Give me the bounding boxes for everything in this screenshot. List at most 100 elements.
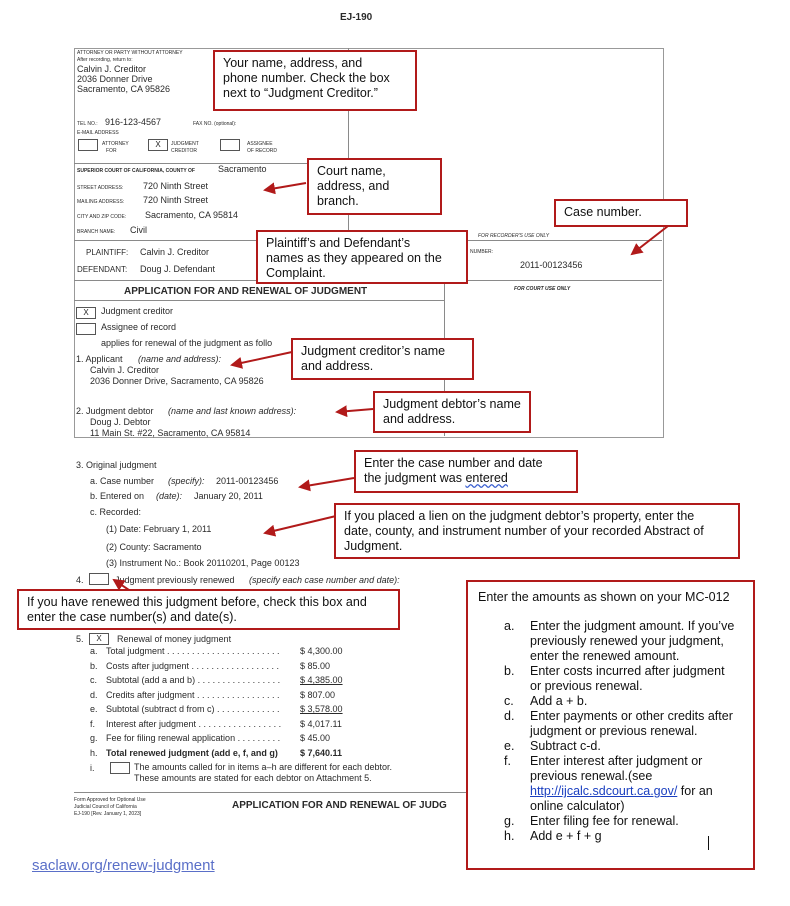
recorder-use: FOR RECORDER'S USE ONLY [478, 233, 550, 239]
amount-letter: f. [90, 718, 96, 729]
callout-recorded: If you placed a lien on the judgment deb… [334, 503, 740, 559]
step-online-calc: online calculator) [530, 799, 625, 813]
instructions-box: Enter the amounts as shown on your MC-01… [466, 580, 755, 870]
footer-title: APPLICATION FOR AND RENEWAL OF JUDG [232, 800, 447, 811]
step-line: judgment or previous renewal. [530, 724, 698, 738]
item2-addr: 11 Main St. #22, Sacramento, CA 95814 [90, 428, 251, 438]
instruction-step: g.Enter filing fee for renewal. [504, 814, 743, 829]
arrow-casenum [298, 477, 355, 492]
amount-letter: b. [90, 660, 98, 671]
step-line: enter the renewed amount. [530, 649, 680, 663]
amount-row: g.Fee for filing renewal application . .… [90, 733, 410, 745]
step-letter: d. [504, 709, 515, 723]
branch-value: Civil [130, 225, 147, 235]
judgment-creditor-opt-checkbox[interactable]: X [76, 307, 96, 319]
amount-letter: h. [90, 747, 98, 758]
amount-value: $ 85.00 [300, 660, 331, 671]
amount-label: Costs after judgment . . . . . . . . . .… [106, 660, 280, 671]
callout-renewed-l1: If you have renewed this judgment before… [27, 595, 367, 609]
amount-row: e. Subtotal (subtract d from c) . . . . .… [90, 704, 410, 716]
item3c: c. Recorded: [90, 507, 142, 517]
amount-letter: e. [90, 704, 98, 714]
footer-line2: Judicial Council of California [74, 804, 137, 810]
ijcalc-link[interactable]: http://ijcalc.sdcourt.ca.gov/ [530, 784, 678, 798]
item3b-value: January 20, 2011 [194, 491, 263, 501]
callout-recorded-l3: Judgment. [344, 539, 403, 553]
link-suffix: for an [677, 784, 713, 798]
city-label: CITY AND ZIP CODE: [77, 214, 127, 220]
amount-label: Fee for filing renewal application . . .… [106, 733, 281, 743]
tel-label: TEL NO.: [77, 121, 98, 127]
branch-label: BRANCH NAME: [77, 229, 116, 235]
attorney-label-2: FOR [106, 148, 117, 154]
amount-row: f. Interest after judgment . . . . . . . … [90, 719, 410, 731]
assignee-checkbox[interactable] [220, 139, 240, 151]
step-line: previous renewal.(see [530, 769, 653, 783]
saclaw-link[interactable]: saclaw.org/renew-judgment [32, 857, 215, 874]
creditor-city: Sacramento, CA 95826 [77, 84, 171, 94]
callout-court-l1: Court name, [317, 164, 386, 178]
case-number-value: 2011-00123456 [520, 260, 583, 270]
step-letter: b. [504, 664, 515, 678]
street-label: STREET ADDRESS: [77, 185, 124, 191]
callout-casedate-l2a: the judgment was [364, 471, 466, 485]
step-letter: e. [504, 739, 515, 753]
email-label: E-MAIL ADDRESS [77, 130, 119, 136]
callout-casedate-l2: the judgment was entered [364, 471, 568, 486]
step-link-line: http://ijcalc.sdcourt.ca.gov/ for an [530, 784, 743, 799]
callout-applicant-l1: Judgment creditor’s name [301, 344, 446, 358]
creditor-name: Calvin J. Creditor [77, 64, 147, 74]
assignee-opt: Assignee of record [101, 322, 177, 332]
callout-recorded-l1: If you placed a lien on the judgment deb… [344, 509, 695, 523]
step-line: Enter interest after judgment or [530, 754, 703, 768]
assignee-label-1: ASSIGNEE [247, 141, 273, 147]
amount-row: d.Credits after judgment . . . . . . . .… [90, 690, 410, 702]
amount-label: Subtotal (subtract d from c) . . . . . .… [106, 704, 280, 714]
callout-parties-l2: names as they appeared on the [266, 251, 442, 265]
callout-court-l3: branch. [317, 194, 359, 208]
callout-creditor-info: Your name, address, and phone number. Ch… [213, 50, 417, 111]
amount-value: $ 3,578.00 [300, 704, 343, 714]
form-header-box [74, 48, 664, 438]
item1-addr: 2036 Donner Drive, Sacramento, CA 95826 [90, 376, 264, 386]
city-value: Sacramento, CA 95814 [145, 210, 239, 220]
attorney-checkbox[interactable] [78, 139, 98, 151]
step-line: previously renewed your judgment, [530, 634, 724, 648]
item2-name: Doug J. Debtor [90, 417, 151, 427]
amount-label: Total renewed judgment (add e, f, and g) [106, 747, 278, 758]
instructions-heading: Enter the amounts as shown on your MC-01… [478, 590, 730, 604]
item3a: a. Case number [90, 476, 155, 486]
instruction-step: e.Subtract c-d. [504, 739, 743, 754]
callout-casedate-l1: Enter the case number and date [364, 456, 543, 470]
amount-value: $ 4,017.11 [300, 718, 342, 729]
callout-debtor: Judgment debtor’s name and address. [373, 391, 531, 433]
step-letter: a. [504, 619, 515, 633]
amount-letter: d. [90, 689, 98, 700]
callout-case-number: Case number. [554, 199, 688, 227]
arrow-recorded [263, 515, 337, 537]
court-county: Sacramento [218, 164, 267, 174]
judgment-creditor-checkbox[interactable]: X [148, 139, 168, 151]
item1-name: Calvin J. Creditor [90, 365, 160, 375]
item3c1: (1) Date: February 1, 2011 [106, 524, 212, 534]
item-i-text1: The amounts called for in items a–h are … [134, 762, 392, 772]
form-title: APPLICATION FOR AND RENEWAL OF JUDGMENT [124, 286, 368, 297]
callout-case-l1: Case number. [564, 205, 642, 219]
arrow-applicant [230, 351, 293, 369]
amount-letter: c. [90, 675, 98, 685]
defendant-label: DEFENDANT: [77, 265, 128, 274]
court-header: SUPERIOR COURT OF CALIFORNIA, COUNTY OF [77, 168, 195, 174]
assignee-label-2: OF RECORD [247, 148, 277, 154]
assignee-opt-checkbox[interactable] [76, 323, 96, 335]
item4-checkbox[interactable] [89, 573, 109, 585]
judgment-label-2: CREDITOR [171, 148, 198, 154]
item-i-checkbox[interactable] [110, 762, 130, 774]
creditor-street: 2036 Donner Drive [77, 74, 153, 84]
amount-label: Total judgment . . . . . . . . . . . . .… [106, 646, 280, 656]
amount-label: Interest after judgment . . . . . . . . … [106, 718, 282, 729]
step-letter: f. [504, 754, 511, 768]
item2-label: 2. Judgment debtor [76, 406, 154, 416]
item5-checkbox[interactable]: X [89, 633, 109, 645]
